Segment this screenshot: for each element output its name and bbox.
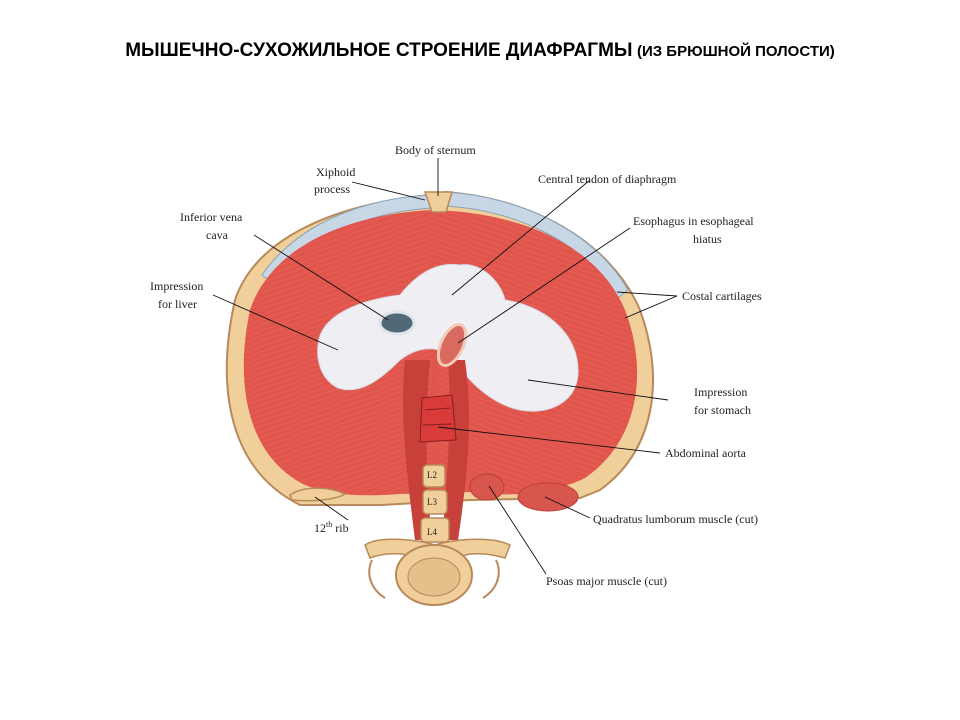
vertebra-label-l2: L2 [427,470,437,480]
abdominal-aorta [419,394,457,443]
vertebra-label-l3: L3 [427,497,437,507]
twelfth-rib [289,487,347,502]
costal-cartilage-band [261,191,629,299]
label-costal-cartilages: Costal cartilages [682,289,762,303]
label-inferior-vena-cava-line2: cava [206,228,229,242]
esophageal-hiatus [436,323,468,367]
vertebral-column [364,464,511,606]
inferior-vena-cava [378,310,416,336]
label-xiphoid-process-line1: Xiphoid [316,165,355,179]
title-subtitle: (ИЗ БРЮШНОЙ ПОЛОСТИ) [636,43,835,60]
label-impression-for-liver-line2: for liver [158,297,197,311]
label-impression-for-stomach-line2: for stomach [694,403,751,417]
label-body-of-sternum: Body of sternum [395,143,476,157]
label-esophagus-line2: hiatus [693,232,722,246]
xiphoid-process [423,191,454,213]
title-main: МЫШЕЧНО-СУХОЖИЛЬНОЕ СТРОЕНИЕ ДИАФРАГМЫ [125,40,633,61]
psoas-major [469,473,505,501]
label-impression-for-liver-line1: Impression [150,279,203,293]
leader-lines [212,158,678,575]
slide-title: МЫШЕЧНО-СУХОЖИЛЬНОЕ СТРОЕНИЕ ДИАФРАГМЫ (… [0,40,960,62]
label-impression-for-stomach-line1: Impression [694,385,747,399]
label-psoas-major: Psoas major muscle (cut) [546,574,667,588]
label-quadratus-lumborum: Quadratus lumborum muscle (cut) [593,512,758,526]
vertebra-label-l4: L4 [427,527,437,537]
label-central-tendon: Central tendon of diaphragm [538,172,677,186]
label-xiphoid-process-line2: process [314,182,350,196]
right-crus [442,360,470,540]
label-esophagus-line1: Esophagus in esophageal [633,214,754,228]
label-inferior-vena-cava-line1: Inferior vena [180,210,243,224]
quadratus-lumborum [517,482,579,512]
label-abdominal-aorta: Abdominal aorta [665,446,747,460]
